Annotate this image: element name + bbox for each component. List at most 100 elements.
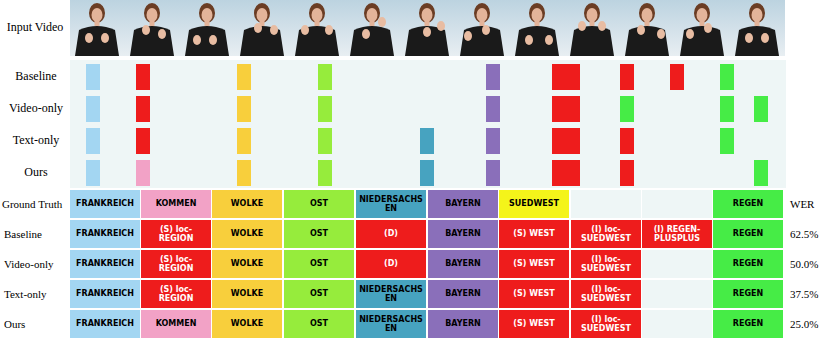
gloss-text: OST: [310, 229, 328, 238]
signer-hand: [578, 21, 586, 31]
gloss-text: FRANKREICH: [76, 199, 134, 208]
row-label: Text-only: [4, 134, 68, 147]
frame-background: [565, 0, 620, 56]
signer-hair: [749, 3, 765, 23]
signer-face: [642, 8, 653, 22]
gloss-bar: [86, 96, 100, 122]
signer-hair: [419, 3, 435, 23]
gloss-bar: [86, 64, 100, 90]
signer-face: [587, 8, 598, 22]
gloss-cell: OST: [284, 190, 354, 218]
signer-hair: [694, 3, 710, 23]
gloss-bar: [566, 160, 580, 186]
gloss-text: REGEN: [733, 229, 763, 238]
gloss-cell: (I) loc-SUEDWEST: [571, 220, 641, 248]
gloss-text: BAYERN: [445, 199, 481, 208]
frame-background: [510, 0, 565, 56]
gloss-bar: [237, 128, 251, 154]
gloss-text: (I) loc-SUEDWEST: [573, 285, 639, 303]
frame-background: [70, 0, 125, 56]
frame-background: [345, 0, 400, 56]
row-label: Baseline: [4, 70, 68, 83]
gloss-bar: [318, 64, 332, 90]
signer-face: [257, 8, 268, 22]
signer-body: [240, 26, 284, 56]
signer-hand: [254, 23, 262, 33]
gloss-text: (S) WEST: [513, 259, 554, 268]
frame-background: [235, 0, 290, 56]
gloss-bar: [136, 128, 150, 154]
video-frame: [180, 0, 235, 56]
gloss-cell: FRANKREICH: [70, 280, 140, 308]
gloss-text: WOLKE: [231, 319, 263, 328]
gloss-text: BAYERN: [445, 289, 481, 298]
gloss-text: SUEDWEST: [509, 199, 559, 208]
signer-face: [92, 8, 103, 22]
row-label: Video-only: [4, 258, 68, 270]
signer-hand: [745, 33, 753, 43]
gloss-cell: OST: [284, 220, 354, 248]
gloss-cell: REGEN: [713, 250, 783, 278]
gloss-text: FRANKREICH: [76, 229, 134, 238]
gloss-bar: [620, 64, 634, 90]
gloss-text: REGEN: [733, 259, 763, 268]
gloss-text: (I) loc-SUEDWEST: [573, 225, 639, 243]
gloss-bar: [136, 64, 150, 90]
gloss-cell: SUEDWEST: [499, 190, 569, 218]
gloss-bar: [620, 160, 634, 186]
gloss-bar: [620, 128, 634, 154]
gloss-bar: [552, 160, 566, 186]
gloss-text: KOMMEN: [156, 319, 197, 328]
signer-hand: [761, 33, 769, 43]
input-label: Input Video: [4, 21, 66, 34]
gloss-bar: [136, 96, 150, 122]
gloss-cell: REGEN: [713, 310, 783, 338]
gloss-cell: WOLKE: [212, 190, 282, 218]
gloss-bar: [670, 64, 684, 90]
row-label: Text-only: [4, 288, 68, 300]
signer-body: [460, 26, 504, 56]
gloss-cell: REGEN: [713, 220, 783, 248]
signer-hand: [270, 25, 278, 35]
wer-value: 37.5%: [790, 288, 828, 300]
gloss-text: NIEDERSACHSEN: [358, 315, 424, 333]
gloss-bar: [420, 160, 434, 186]
gloss-text: WOLKE: [231, 259, 263, 268]
signer-body: [515, 26, 559, 56]
empty-slot: [571, 190, 641, 218]
frame-background: [620, 0, 675, 56]
signer-hair: [474, 3, 490, 23]
frame-background: [675, 0, 730, 56]
signer-hair: [364, 3, 380, 23]
gloss-cell: (I) REGEN-PLUSPLUS: [642, 220, 712, 248]
gloss-bar: [420, 128, 434, 154]
signer-hand: [193, 35, 201, 45]
gloss-bar: [566, 96, 580, 122]
empty-slot: [642, 190, 712, 218]
video-frame: [345, 0, 400, 56]
gloss-bar: [620, 96, 634, 122]
signer-face: [532, 8, 543, 22]
signer-hand: [325, 25, 333, 35]
gloss-cell: (S) WEST: [499, 310, 569, 338]
frame-background: [730, 0, 785, 56]
gloss-bar: [486, 96, 500, 122]
signer-body: [130, 26, 174, 56]
gloss-text: (I) loc-SUEDWEST: [573, 255, 639, 273]
gloss-bar: [86, 128, 100, 154]
frame-background: [290, 0, 345, 56]
gloss-text: WOLKE: [231, 289, 263, 298]
gloss-text: FRANKREICH: [76, 319, 134, 328]
signer-hand: [637, 25, 645, 35]
gloss-bar: [237, 160, 251, 186]
signer-hand: [437, 21, 445, 31]
gloss-bar: [720, 64, 734, 90]
signer-face: [422, 8, 433, 22]
signer-hand: [378, 17, 386, 27]
gloss-cell: WOLKE: [212, 220, 282, 248]
gloss-bar: [566, 64, 580, 90]
signer-hair: [529, 3, 545, 23]
gloss-text: REGEN: [733, 319, 763, 328]
gloss-bar: [136, 160, 150, 186]
